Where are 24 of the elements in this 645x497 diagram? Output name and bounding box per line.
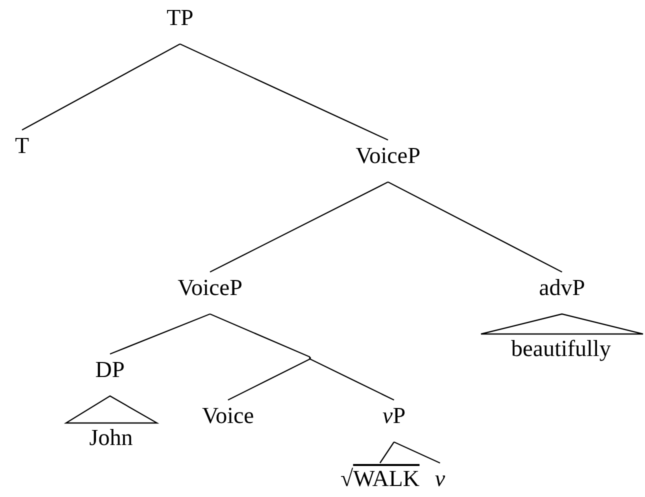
triangle-branch [480,313,644,335]
branch-line [210,313,310,358]
phrase-label: TP [166,6,194,30]
word-label: beautifully [511,337,611,361]
phrase-label: VoiceP [178,276,242,300]
branch-line [110,313,210,355]
branch-line [380,442,394,464]
phrase-label: advP [539,276,585,300]
root-label: √WALK [340,467,420,491]
head-label: v [434,467,446,491]
branch-line [228,358,310,401]
phrase-label: DP [95,358,125,382]
branch-line [22,43,180,131]
phrase-label: vP [382,404,406,428]
branch-line [310,358,394,401]
branch-line [388,181,562,273]
branch-line [180,43,388,141]
head-label: Voice [202,404,254,428]
branch-line [394,441,440,464]
branch-line [210,181,388,273]
phrase-label: VoiceP [356,144,420,168]
head-label: T [14,134,30,158]
word-label: John [89,426,133,450]
triangle-branch [64,395,160,424]
